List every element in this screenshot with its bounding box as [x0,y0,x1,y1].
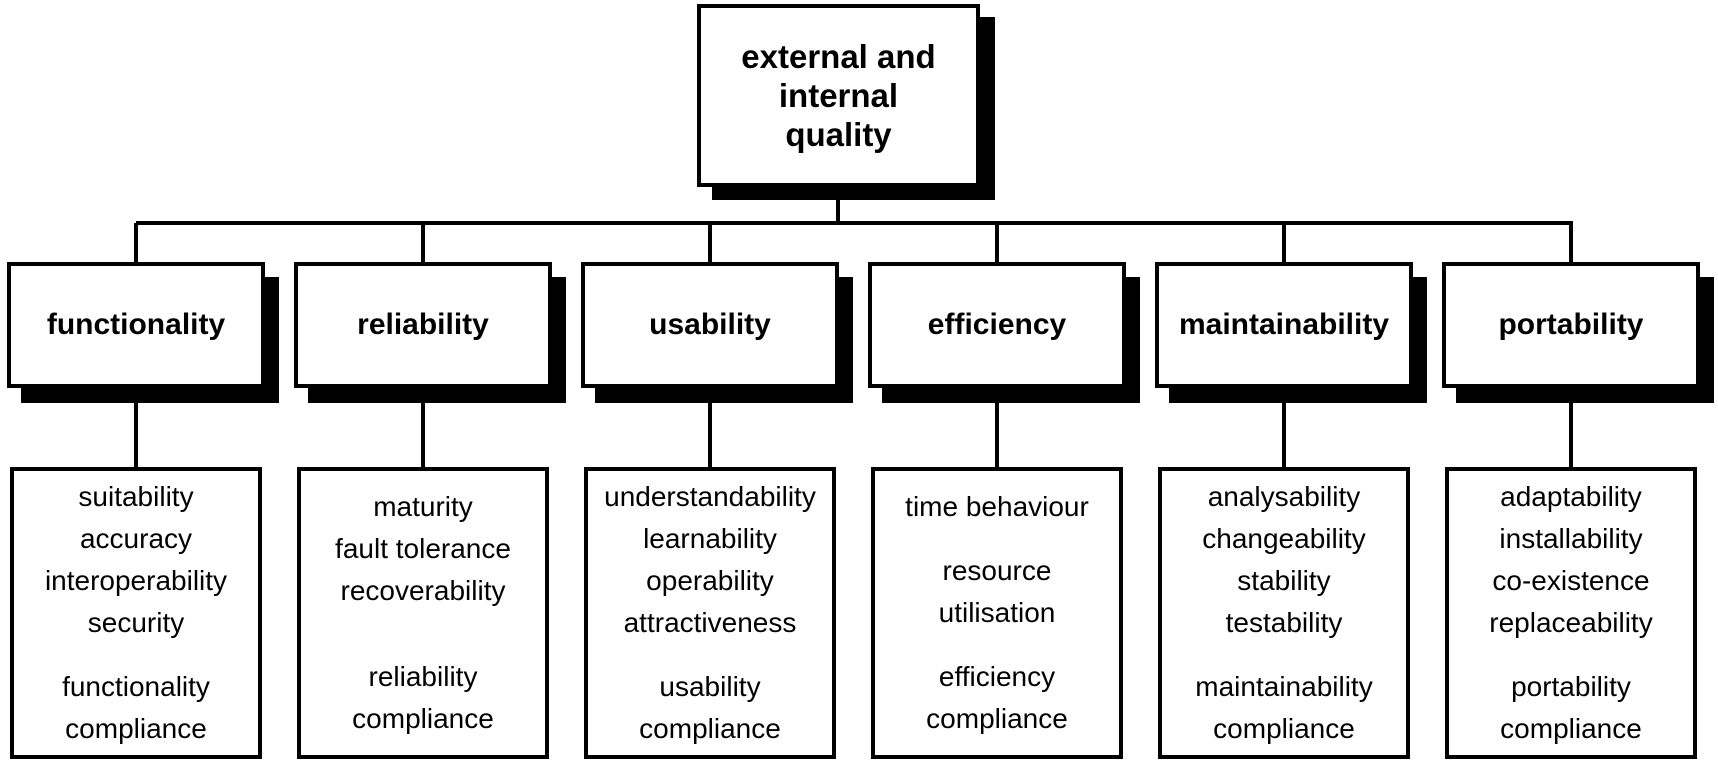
subcharacteristic: compliance [639,713,781,744]
subcharacteristic: installability [1499,523,1643,554]
connector-usability-to-subs [708,386,712,469]
connector-maintainability-to-subs [1282,386,1286,469]
subcharacteristic: interoperability [44,565,228,596]
subcharacteristic: portability [1511,671,1631,702]
category-label: portability [1498,308,1644,341]
category-label: usability [649,308,771,341]
subcharacteristics-box-efficiency: time behaviour resource utilisation effi… [871,467,1123,759]
subcharacteristic-group: understandability learnability operabili… [604,476,816,644]
subcharacteristic: adaptability [1500,481,1642,512]
connector-functionality-to-subs [134,386,138,469]
compliance-group: functionality compliance [62,666,210,750]
connector-rail-to-efficiency [995,223,999,264]
subcharacteristic: efficiency [938,661,1056,692]
category-label: reliability [357,308,489,341]
compliance-group: maintainability compliance [1195,666,1372,750]
connector-reliability-to-subs [421,386,425,469]
subcharacteristic-group: analysability changeability stability te… [1202,476,1365,644]
subcharacteristic-group: suitability accuracy interoperability se… [45,476,227,644]
subcharacteristic: utilisation [938,597,1056,628]
subcharacteristics-box-portability: adaptability installability co-existence… [1445,467,1697,759]
subcharacteristic: usability [659,671,761,702]
category-box-portability: portability [1442,262,1700,388]
subcharacteristic: analysability [1207,481,1361,512]
subcharacteristic: learnability [643,523,777,554]
connector-rail-to-reliability [421,223,425,264]
subcharacteristic: compliance [1213,713,1355,744]
subcharacteristic-group: adaptability installability co-existence… [1489,476,1652,644]
subcharacteristic-group: time behaviour [905,486,1089,528]
subcharacteristic: recoverability [340,575,506,606]
subcharacteristic: suitability [78,481,194,512]
root-box-external-internal-quality: external and internal quality [697,4,980,187]
subcharacteristic: resource [942,555,1052,586]
connector-rail [136,221,1573,225]
subcharacteristic: compliance [926,703,1068,734]
subcharacteristic: functionality [62,671,210,702]
category-box-maintainability: maintainability [1155,262,1413,388]
category-box-reliability: reliability [294,262,552,388]
compliance-group: reliability compliance [352,656,494,740]
subcharacteristic: co-existence [1492,565,1650,596]
connector-rail-to-usability [708,223,712,264]
subcharacteristic: compliance [1500,713,1642,744]
subcharacteristics-box-functionality: suitability accuracy interoperability se… [10,467,262,759]
subcharacteristic: attractiveness [623,607,797,638]
subcharacteristic: security [87,607,185,638]
root-label-line: internal [778,77,899,114]
subcharacteristic: maintainability [1195,671,1373,702]
connector-rail-to-maintainability [1282,223,1286,264]
root-label-line: quality [785,116,892,153]
category-box-efficiency: efficiency [868,262,1126,388]
subcharacteristic: operability [646,565,774,596]
subcharacteristic: compliance [65,713,207,744]
category-label: functionality [46,308,226,341]
compliance-group: efficiency compliance [926,656,1068,740]
subcharacteristic: changeability [1202,523,1366,554]
category-label: maintainability [1178,308,1390,341]
compliance-group: portability compliance [1500,666,1642,750]
subcharacteristics-box-maintainability: analysability changeability stability te… [1158,467,1410,759]
subcharacteristic: understandability [604,481,816,512]
subcharacteristic-group: resource utilisation [939,550,1056,634]
compliance-group: usability compliance [639,666,781,750]
connector-rail-to-portability [1569,223,1573,264]
subcharacteristic: time behaviour [905,491,1089,522]
subcharacteristics-box-usability: understandability learnability operabili… [584,467,836,759]
connector-root-to-rail [836,183,840,225]
subcharacteristic: fault tolerance [335,533,511,564]
subcharacteristic: reliability [368,661,478,692]
category-box-functionality: functionality [7,262,265,388]
connector-efficiency-to-subs [995,386,999,469]
subcharacteristics-box-reliability: maturity fault tolerance recoverability … [297,467,549,759]
subcharacteristic-group: maturity fault tolerance recoverability [335,486,511,612]
connector-portability-to-subs [1569,386,1573,469]
subcharacteristic: accuracy [79,523,193,554]
subcharacteristic: replaceability [1489,607,1653,638]
category-box-usability: usability [581,262,839,388]
category-label: efficiency [927,308,1067,341]
subcharacteristic: compliance [352,703,494,734]
subcharacteristic: maturity [373,491,473,522]
root-label-line: external and [741,38,936,75]
subcharacteristic: stability [1237,565,1331,596]
connector-rail-to-functionality [134,223,138,264]
subcharacteristic: testability [1225,607,1343,638]
